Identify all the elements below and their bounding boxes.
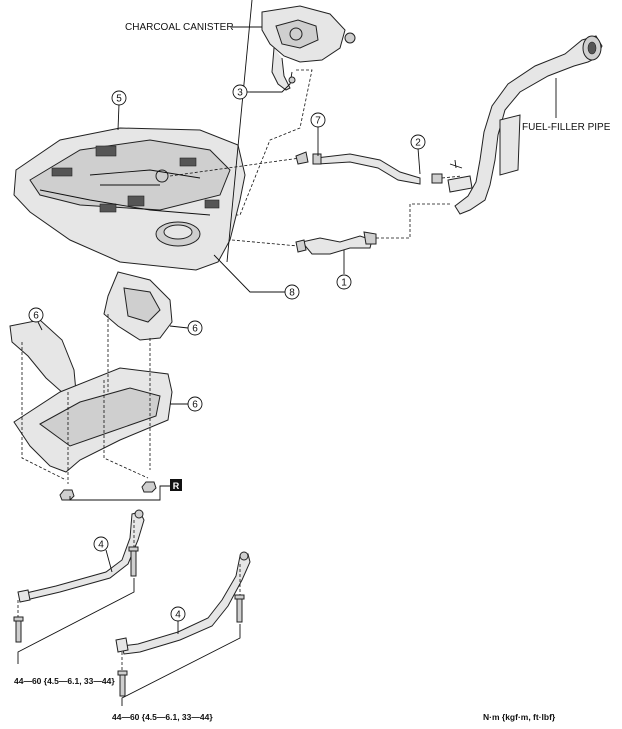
svg-text:7: 7 bbox=[315, 116, 321, 127]
callout-7: 7 bbox=[310, 112, 326, 128]
heat-insulator-left bbox=[9, 319, 77, 395]
lower-fuel-hose bbox=[295, 231, 377, 255]
torque-unit-note: N·m {kgf·m, ft·lbf} bbox=[483, 712, 556, 722]
svg-text:4: 4 bbox=[98, 540, 104, 551]
svg-text:6: 6 bbox=[192, 324, 198, 335]
svg-text:4: 4 bbox=[175, 610, 181, 621]
replace-mark: R bbox=[173, 481, 180, 491]
svg-text:3: 3 bbox=[237, 88, 243, 99]
fuel-filler-pipe-label: FUEL-FILLER PIPE bbox=[522, 122, 611, 133]
callout-6-lower: 6 bbox=[187, 396, 203, 412]
charcoal-canister bbox=[261, 5, 356, 91]
callout-1: 1 bbox=[336, 274, 352, 290]
callout-4-lower: 4 bbox=[170, 606, 186, 622]
svg-text:8: 8 bbox=[289, 288, 295, 299]
callout-6-left: 6 bbox=[28, 307, 44, 323]
callout-5: 5 bbox=[111, 90, 127, 106]
fuel-filler-pipe bbox=[447, 35, 603, 215]
callout-4-upper: 4 bbox=[93, 536, 109, 552]
callout-2: 2 bbox=[410, 134, 426, 150]
fuel-tank bbox=[13, 127, 246, 271]
svg-text:1: 1 bbox=[341, 278, 347, 289]
fuel-tank-strap-upper bbox=[17, 509, 145, 603]
upper-fuel-hose bbox=[295, 151, 443, 185]
fuel-tank-strap-lower bbox=[115, 551, 251, 655]
heat-insulator-upper bbox=[103, 271, 173, 341]
torque-spec-lower-strap: 44—60 {4.5—6.1, 33—44} bbox=[112, 712, 213, 722]
strap-bolts bbox=[13, 546, 245, 697]
callout-6-upper: 6 bbox=[187, 320, 203, 336]
heat-insulator-lower bbox=[13, 367, 173, 473]
callout-8: 8 bbox=[284, 284, 300, 300]
torque-spec-upper-strap: 44—60 {4.5—6.1, 33—44} bbox=[14, 676, 115, 686]
svg-text:2: 2 bbox=[415, 138, 421, 149]
svg-text:6: 6 bbox=[33, 311, 39, 322]
callout-3: 3 bbox=[232, 84, 248, 100]
svg-text:5: 5 bbox=[116, 94, 122, 105]
charcoal-canister-label: CHARCOAL CANISTER bbox=[125, 22, 234, 33]
svg-text:6: 6 bbox=[192, 400, 198, 411]
